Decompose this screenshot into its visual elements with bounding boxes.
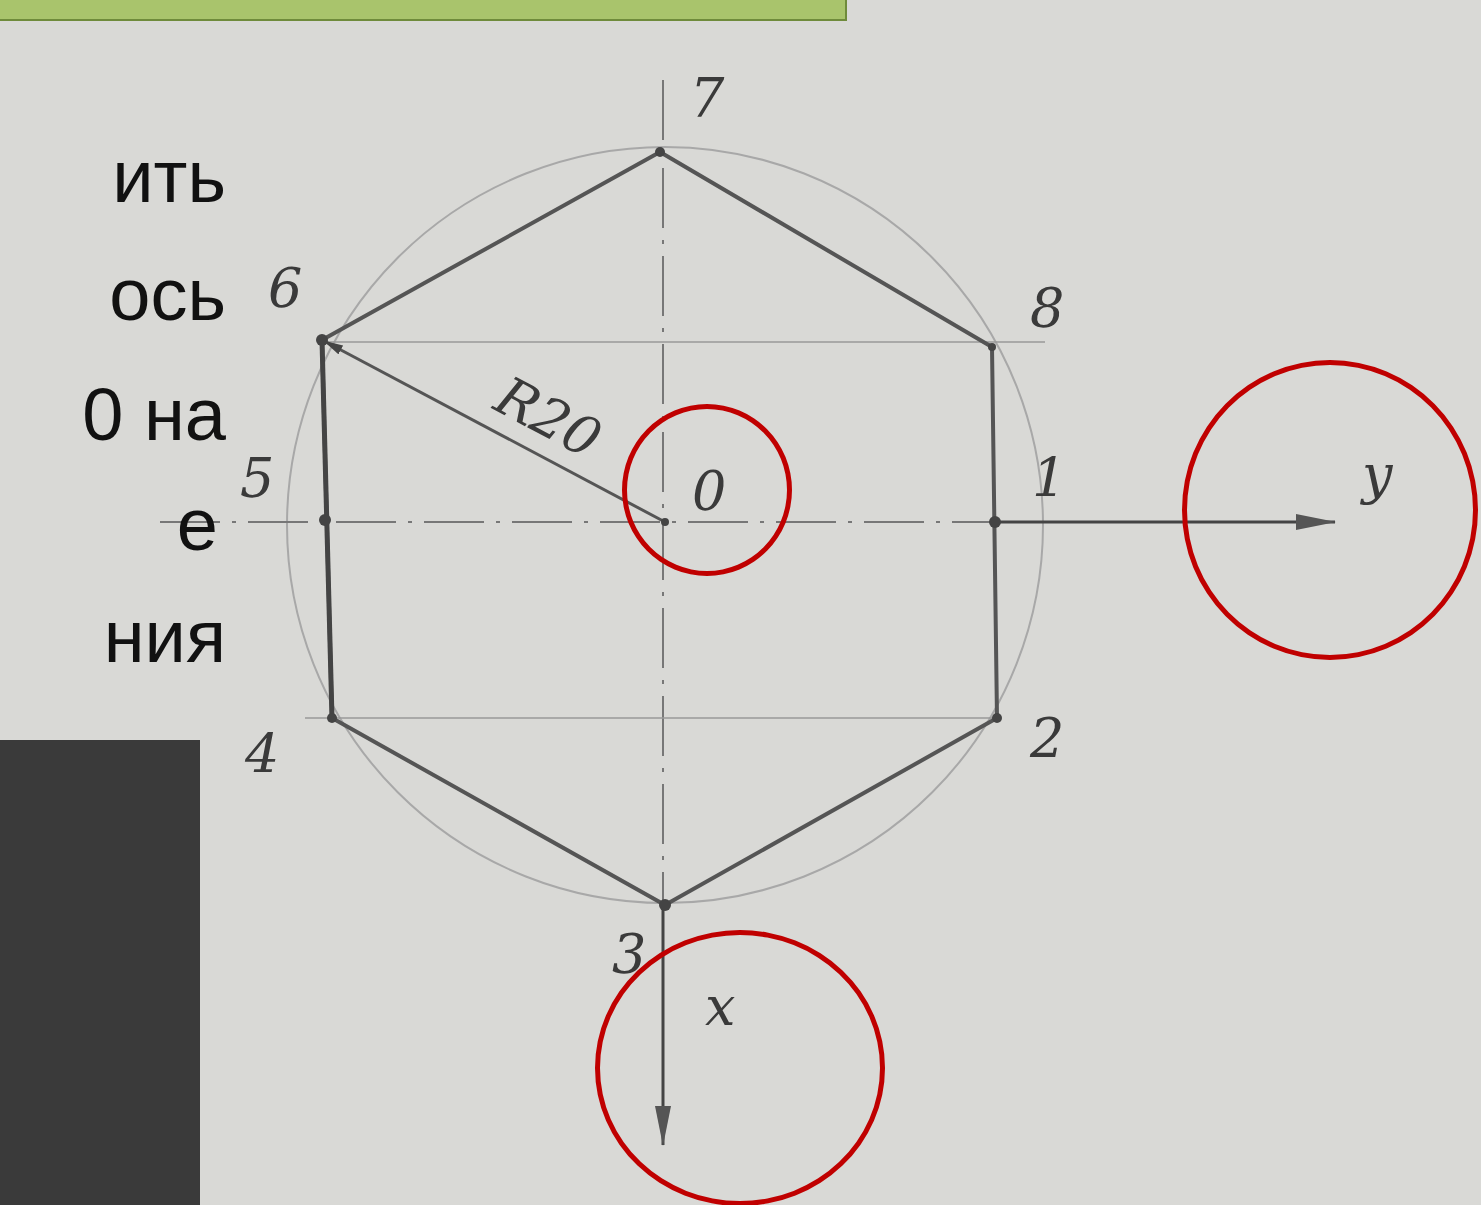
point-number: 8 <box>1030 282 1064 336</box>
highlight-circle: 0 <box>622 404 792 576</box>
slide-text: е <box>177 488 218 562</box>
point-number: 4 <box>245 728 279 782</box>
point-number: 3 <box>612 928 646 982</box>
point-number: 5 <box>240 452 274 506</box>
dark-corner <box>0 740 200 1205</box>
radius-arrow <box>324 341 665 522</box>
point-number: 2 <box>1030 712 1064 766</box>
highlight-circle: x <box>595 930 885 1205</box>
slide-text: 0 на <box>82 378 226 452</box>
point-number: 1 <box>1032 452 1066 506</box>
hexagon <box>322 152 997 905</box>
horizontal-axis <box>160 521 995 523</box>
y-axis <box>995 521 1335 524</box>
highlight-circle: y <box>1182 360 1478 660</box>
x-axis <box>662 905 665 1145</box>
axis-label: x <box>705 980 735 1034</box>
dimension: R20 <box>487 368 609 467</box>
point-dots <box>316 147 1002 911</box>
construction-line <box>322 341 1045 343</box>
header-bar <box>0 0 846 20</box>
vertical-axis <box>662 80 664 905</box>
point-number: 6 <box>268 262 302 316</box>
construction-line <box>305 717 1000 719</box>
construction-circle <box>287 147 1043 903</box>
axis-label: 0 <box>692 465 726 519</box>
slide-text: ить <box>112 140 226 214</box>
slide-text: ось <box>109 258 226 332</box>
hexagon-side <box>322 340 332 718</box>
axis-label: y <box>1362 448 1393 502</box>
slide-text: ния <box>104 600 226 674</box>
point-number: 7 <box>690 72 724 126</box>
